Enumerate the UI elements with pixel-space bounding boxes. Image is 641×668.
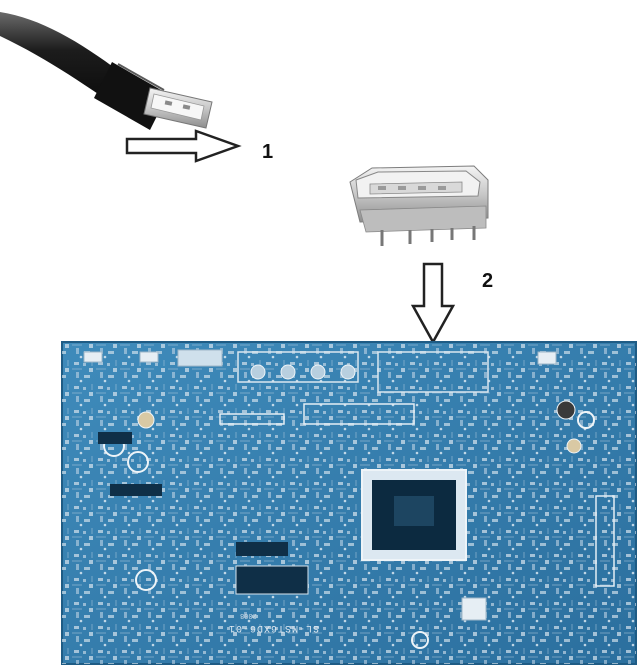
usb-plug-icon: [0, 12, 213, 130]
board-silkscreen-code: SL-MST6XD6-01: [228, 622, 320, 633]
step-1-label: 1: [262, 141, 274, 163]
arrow-down-icon: [410, 262, 456, 345]
board-silkscreen-date: 2008: [240, 611, 257, 619]
arrow-right-icon: [125, 129, 242, 163]
usb-receptacle-icon: [349, 165, 489, 246]
step-2-label: 2: [482, 270, 494, 292]
circuit-board-icon: [61, 341, 637, 665]
